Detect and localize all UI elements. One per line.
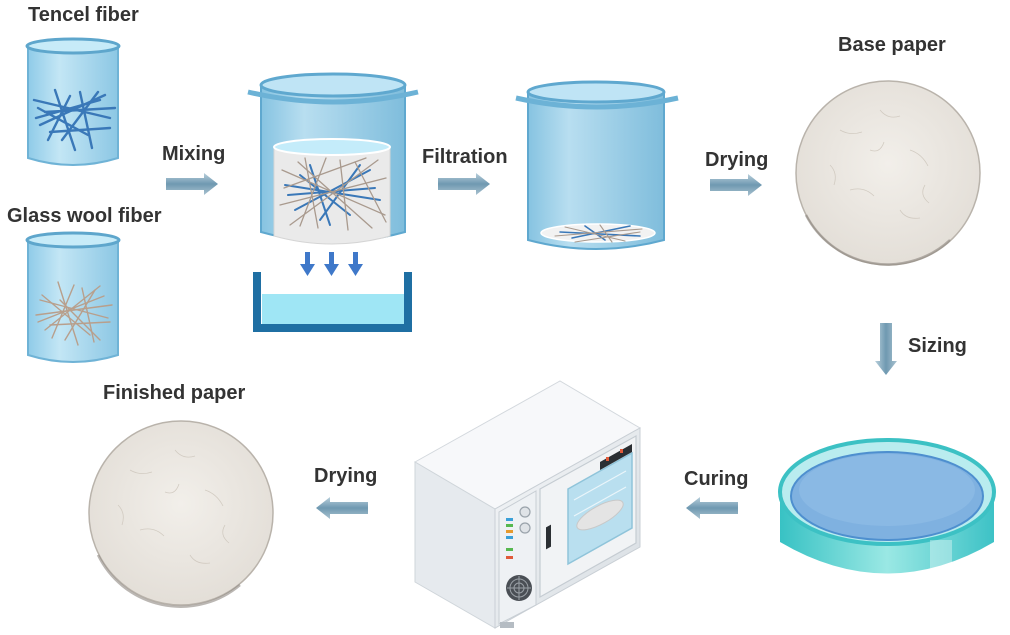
oven-fan-icon [506, 575, 532, 601]
arrow-mixing [166, 173, 218, 195]
arrow-curing [686, 497, 738, 519]
mixed-fibers [279, 157, 387, 231]
tencel-beaker [25, 37, 121, 166]
label-drying-top: Drying [705, 149, 768, 171]
finished-paper-disc [88, 420, 274, 608]
mixing-vessel [247, 72, 419, 332]
label-sizing: Sizing [908, 335, 967, 357]
collecting-tray [253, 272, 412, 332]
filtered-fiber-mat [554, 224, 643, 243]
label-filtration: Filtration [422, 146, 508, 168]
arrow-sizing [875, 323, 897, 375]
oven-display [600, 444, 632, 470]
arrow-drying-top [710, 174, 762, 196]
label-drying-bottom: Drying [314, 465, 377, 487]
tencel-fibers [32, 88, 117, 152]
arrow-filtration [438, 173, 490, 195]
drain-arrows [300, 252, 363, 276]
label-mixing: Mixing [162, 143, 225, 165]
sizing-dish [778, 438, 996, 574]
glass-wool-beaker [25, 231, 121, 363]
glass-wool-fibers [35, 281, 113, 346]
label-base-paper: Base paper [838, 34, 946, 56]
label-glass-wool-fiber: Glass wool fiber [7, 205, 162, 227]
arrow-drying-bottom [316, 497, 368, 519]
curing-oven [413, 380, 642, 629]
label-curing: Curing [684, 468, 748, 490]
oven-indicator-lights [506, 518, 513, 559]
label-tencel-fiber: Tencel fiber [28, 4, 139, 26]
base-paper-disc [795, 80, 981, 266]
filtration-vessel [515, 80, 679, 250]
label-finished-paper: Finished paper [103, 382, 245, 404]
oven-knobs [519, 506, 531, 534]
